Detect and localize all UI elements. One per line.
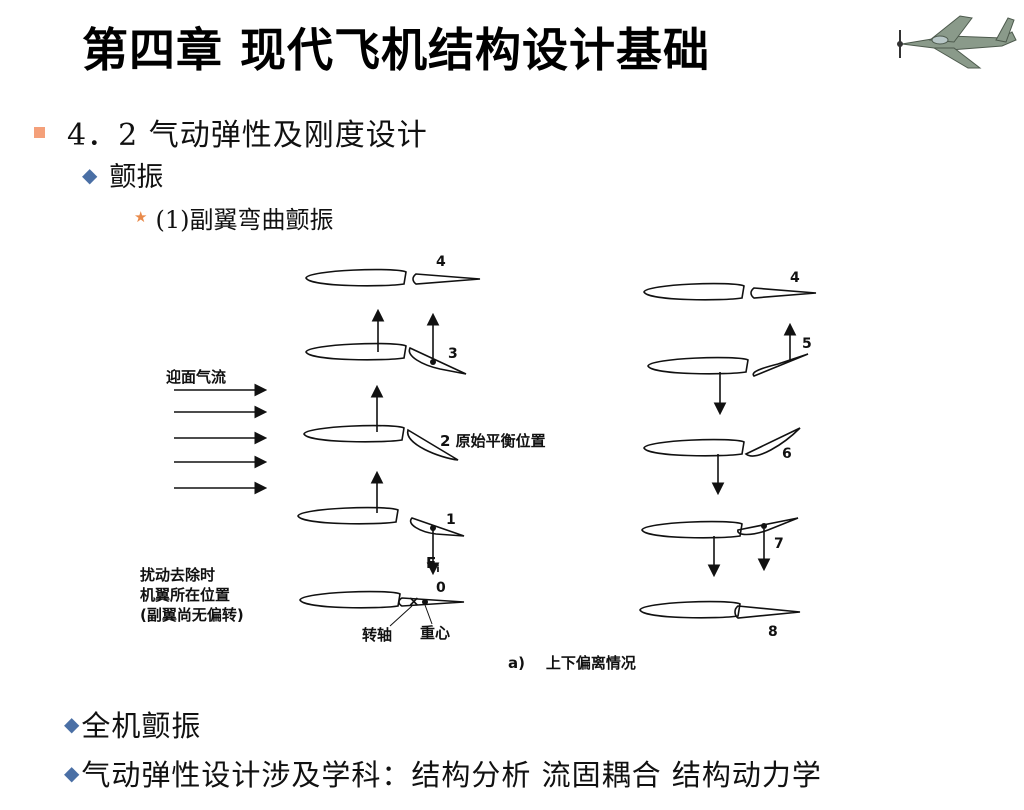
right-num-7: 7 <box>774 536 784 552</box>
left-num-0: 0 <box>436 580 446 596</box>
axis-label: 转轴 <box>362 626 392 644</box>
square-bullet-icon <box>34 126 45 138</box>
airplane-logo <box>897 15 1017 69</box>
subsub-heading: ★ (1)副翼弯曲颤振 <box>134 206 334 234</box>
right-wing-8 <box>639 600 801 619</box>
right-num-6: 6 <box>782 446 792 462</box>
figure-caption: a) 上下偏离情况 <box>508 654 636 672</box>
right-wing-6 <box>643 427 801 496</box>
left-wing-4 <box>305 268 481 287</box>
left-wing-1 <box>297 470 465 576</box>
star-bullet-icon: ★ <box>134 208 148 226</box>
right-wing-7 <box>641 517 799 578</box>
right-wing-4 <box>643 282 817 301</box>
disturb-label-3: (副翼尚无偏转) <box>140 606 244 624</box>
left-num-3: 3 <box>448 346 458 362</box>
right-num-8: 8 <box>768 624 778 640</box>
section-heading: 4．2 气动弹性及刚度设计 <box>34 110 428 154</box>
diamond-bullet-icon: ◆ <box>82 162 98 187</box>
page-title: 第四章 现代飞机结构设计基础 <box>82 23 711 77</box>
left-wing-3 <box>305 308 467 375</box>
disturb-label-2: 机翼所在位置 <box>140 586 230 604</box>
diamond-bullet-icon: ◆ <box>64 761 80 785</box>
left-wing-2 <box>303 384 459 461</box>
airflow-arrows <box>174 383 268 495</box>
right-wing-5 <box>647 322 809 416</box>
bullet-full-flutter: ◆ 全机颤振 <box>64 709 202 743</box>
svg-text:×: × <box>408 594 420 610</box>
disturb-label-1: 扰动去除时 <box>140 566 215 584</box>
right-num-5: 5 <box>802 336 812 352</box>
flutter-diagram: × 4 3 1 0 2 原始平衡位置 Fi 迎面气流 扰动去除时 机翼所在位置 … <box>140 254 817 672</box>
right-num-4: 4 <box>790 270 800 286</box>
sub-heading: ◆ 颤振 <box>82 162 164 193</box>
balance-label: 2 原始平衡位置 <box>440 432 546 450</box>
diamond-bullet-icon: ◆ <box>64 712 80 736</box>
cg-label: 重心 <box>420 624 450 642</box>
left-num-4: 4 <box>436 254 446 270</box>
left-wing-0: × <box>299 590 465 627</box>
bullet-disciplines: ◆ 气动弹性设计涉及学科：结构分析 流固耦合 结构动力学 <box>64 758 822 792</box>
airflow-label: 迎面气流 <box>166 368 226 386</box>
left-num-1: 1 <box>446 512 456 528</box>
force-label: Fi <box>426 554 440 575</box>
